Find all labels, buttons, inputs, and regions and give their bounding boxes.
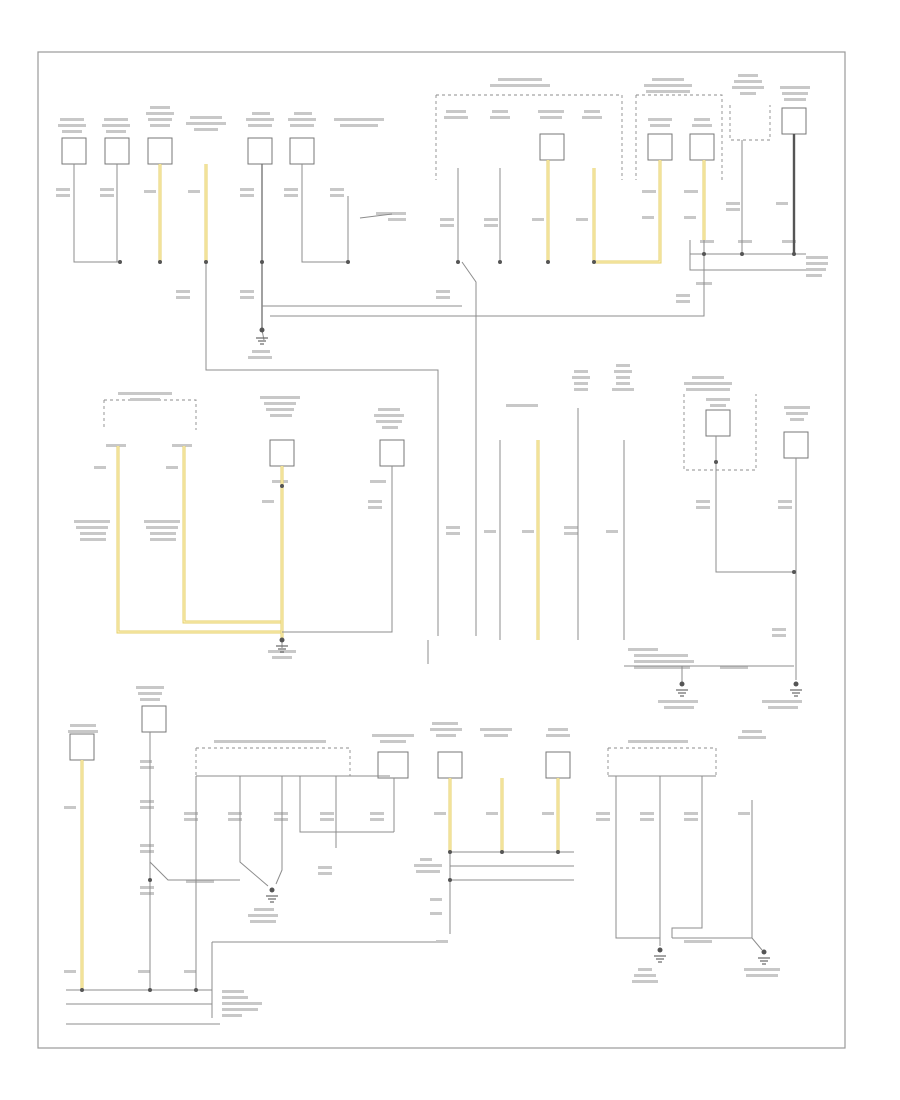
diagram-frame — [37, 51, 846, 1049]
middle-section — [74, 364, 810, 709]
bottom-label-bars — [64, 686, 780, 1017]
bottom-section — [64, 686, 780, 1025]
middle-label-bars — [74, 364, 810, 709]
top-label-bars — [56, 74, 828, 359]
top-section — [56, 74, 828, 636]
